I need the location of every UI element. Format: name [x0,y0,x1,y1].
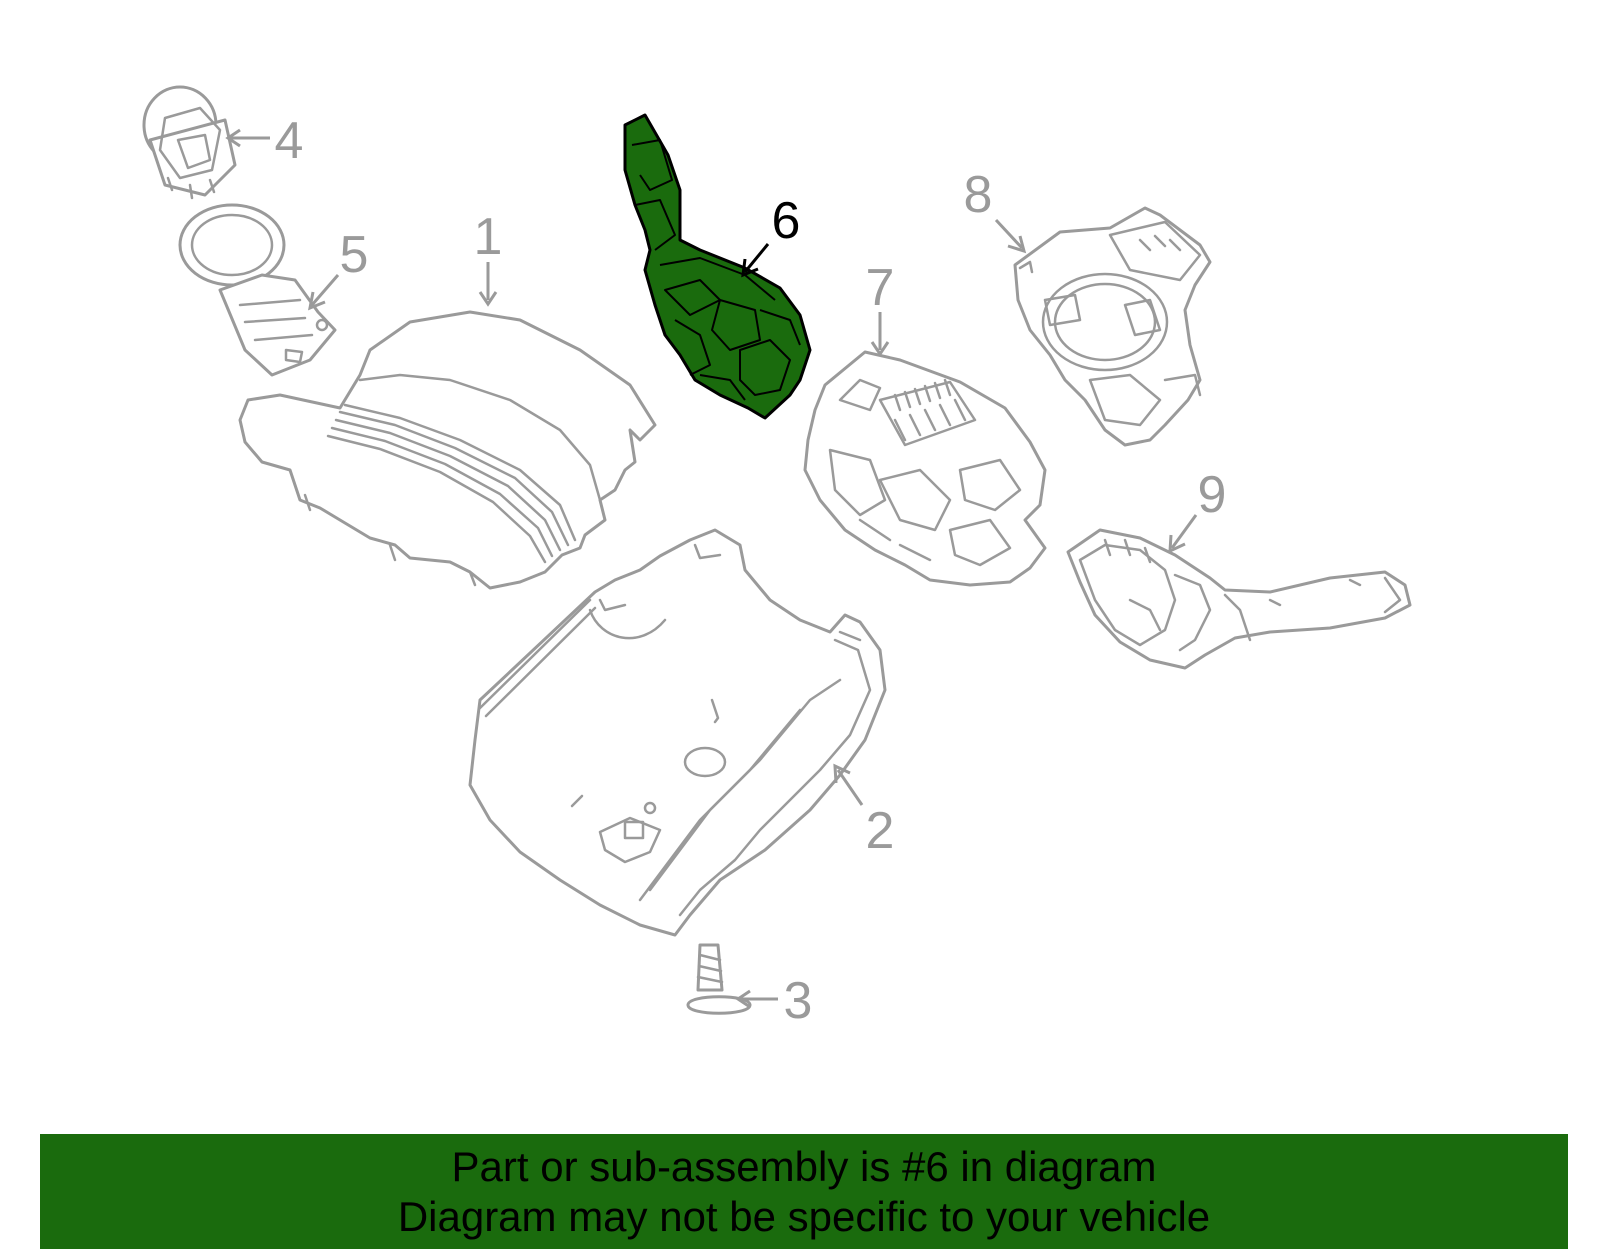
callout-5: 5 [308,226,369,311]
banner-line-2: Diagram may not be specific to your vehi… [397,1192,1211,1240]
part-5-ignition-switch[interactable] [178,203,337,377]
callout-1: 1 [474,208,503,307]
callout-6-label: 6 [772,192,801,250]
callout-5-label: 5 [340,226,369,284]
callout-2-label: 2 [866,802,895,860]
callout-4: 4 [225,112,304,170]
callout-9: 9 [1168,466,1227,554]
callout-8-label: 8 [964,166,993,224]
callout-7-label: 7 [866,259,895,317]
callout-1-label: 1 [474,208,503,266]
part-2-lower-shroud[interactable] [468,528,887,937]
callout-7: 7 [866,259,895,357]
part-8-clock-spring[interactable] [1013,206,1212,447]
callout-6: 6 [741,192,801,278]
callout-3: 3 [735,972,813,1030]
banner-line-1: Part or sub-assembly is #6 in diagram [451,1142,1157,1190]
callout-9-label: 9 [1198,466,1227,524]
part-9-wiper-switch[interactable] [1066,528,1412,670]
part-6-combination-switch[interactable] [623,113,812,420]
part-6-fill [623,113,812,420]
callout-8: 8 [964,166,1027,254]
part-7-control-module[interactable] [803,350,1047,587]
callout-3-label: 3 [784,972,813,1030]
callout-2: 2 [833,763,895,860]
info-banner: Part or sub-assembly is #6 in diagram Di… [40,1134,1568,1249]
part-1-upper-shroud[interactable] [238,310,657,590]
part-4-lock-cylinder[interactable] [142,85,237,200]
part-3-screw[interactable] [686,943,752,1015]
callout-4-label: 4 [275,112,304,170]
